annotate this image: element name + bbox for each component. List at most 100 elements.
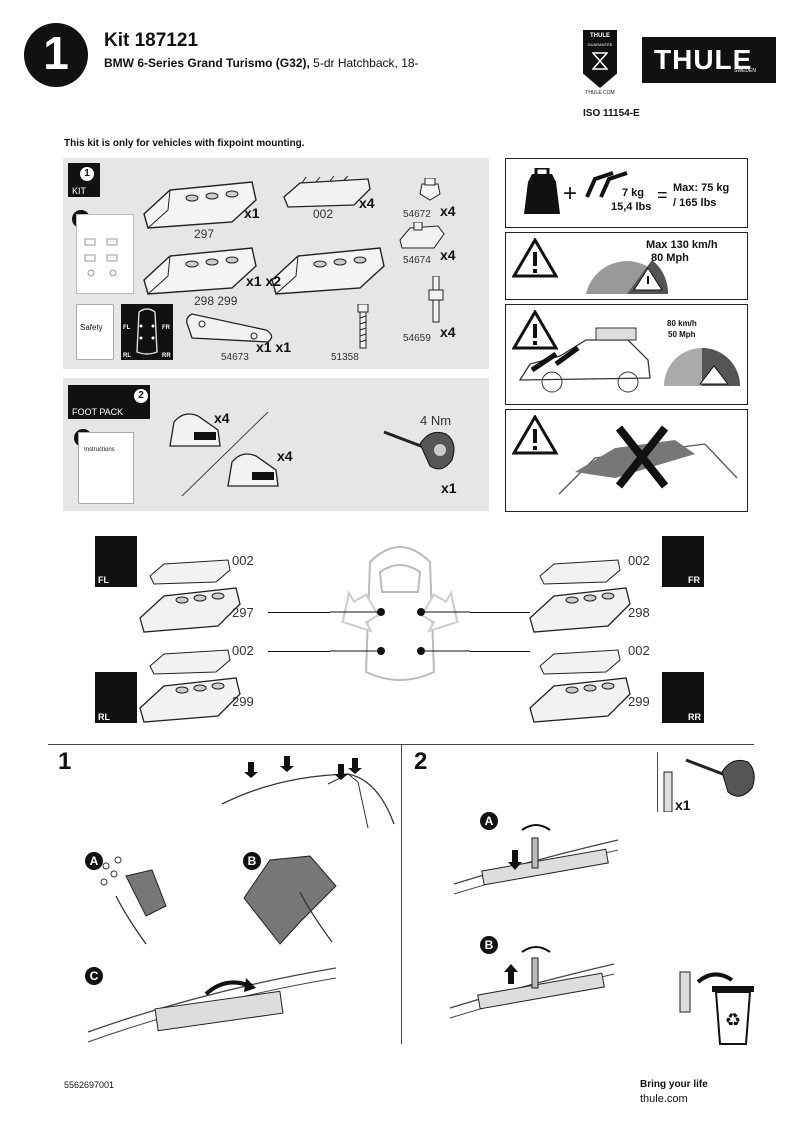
guarantee-badge-top: THULE [590,33,610,39]
speedometer-icon-2 [662,338,742,393]
load-kg: 7 kg [622,187,645,199]
part-54672-label: 54672 [403,209,431,220]
fl-pad-label: 002 [232,553,254,568]
max-load-lbs: / 165 lbs [673,197,717,209]
foot-b-drawing [222,446,284,499]
fitting-stack-fl [136,548,246,643]
guarantee-badge-url: THULE.COM [585,90,615,96]
step1-a-badge: A [85,852,103,870]
part-002-label: 002 [313,207,334,221]
step1-b-badge: B [243,852,261,870]
rr-kit-label: 299 [628,694,650,709]
bolt-54659-drawing [428,275,444,331]
safety-booklet [76,304,114,360]
speed-limit-mph: 80 Mph [651,252,689,264]
fl-label: FL [98,575,109,585]
cloth-wipe-drawing [240,852,340,953]
vehicle-details: 5-dr Hatchback, 18- [309,56,419,70]
footpack-badge-number: 2 [134,389,148,403]
max-load-kg: Max: 75 kg [673,182,730,194]
speedometer-icon [582,246,672,301]
plate-54673-drawing [182,308,276,353]
rl-pad-label: 002 [232,643,254,658]
recycle-bin-icon: ♻ [670,962,760,1057]
kit-badge-number: 1 [80,167,94,181]
leader-left-front [268,612,330,613]
kit-title: Kit 187121 [104,30,199,51]
kit-booklet [76,214,134,294]
footpack-badge-label: FOOT PACK [72,407,124,417]
fitting-stack-rr [526,638,636,733]
corner-rr: RR [162,353,171,359]
screw-qty: x1 [675,797,691,813]
iso-standard: ISO 11154-E [583,108,640,119]
vehicle-line: BMW 6-Series Grand Turismo (G32), 5-dr H… [104,56,419,70]
warning-triangle-icon-2 [511,309,559,355]
part-54674-label: 54674 [403,255,431,266]
fixpoint-notice: This kit is only for vehicles with fixpo… [64,138,305,149]
car-roof-cross-drawing [555,418,741,511]
screw-tool-divider [657,752,658,812]
torque-tool-drawing [380,420,460,485]
step-circle [24,23,88,87]
kit-badge-label: KIT [72,186,87,196]
part-54659-qty: x4 [440,324,456,340]
nut-54672-drawing [418,177,442,211]
rl-kit-label: 299 [232,694,254,709]
steps-vertical-divider [401,744,402,1044]
fr-kit-label: 298 [628,605,650,620]
cleaning-spray-drawing [96,856,180,951]
fitting-kit-second-drawing [268,236,388,303]
step-number: 1 [43,27,69,79]
rl-label: RL [98,712,110,722]
corner-rl: RL [123,353,131,359]
step2-a-badge: A [480,812,498,830]
part-54674-qty: x4 [440,247,456,263]
part-297-qty: x1 [244,205,260,221]
weight-icon [522,166,562,223]
fitting-stack-rl [136,638,246,733]
part-297-label: 297 [194,227,215,241]
car-top-view [268,532,530,697]
warning-triangle-icon [511,237,559,283]
torque-tool-qty: x1 [441,480,457,496]
part-54659-label: 54659 [403,333,431,344]
divider-line [170,410,270,505]
thule-logo [642,37,776,83]
corner-fl: FL [123,325,131,331]
car-with-roof-load-drawing [516,320,656,405]
footer-url[interactable]: thule.com [640,1093,688,1105]
roof-arrows-drawing [218,754,398,835]
part-298-299-label: 298 299 [194,294,238,308]
torque-label: 4 Nm [420,413,452,428]
part-54673-qty: x1 x1 [256,339,292,355]
step1-c-badge: C [85,967,103,985]
step-2-number: 2 [414,748,428,775]
hourglass-icon [591,52,609,70]
step-1-number: 1 [58,748,72,775]
warning-triangle-icon-3 [511,414,559,460]
speed-limit: Max 130 km/h [646,239,718,251]
document-code: 5562697001 [64,1080,115,1090]
fixpoint-cover-drawing [86,964,337,1049]
part-298-299-qty: x1 x2 [246,273,282,289]
clamp-54674-drawing [398,221,448,257]
load-lbs: 15,4 lbs [611,201,652,213]
thule-logo-text: THULE [654,44,753,75]
safety-label: Safety [80,323,103,332]
rr-pad-label: 002 [628,643,650,658]
fl-kit-label: 297 [232,605,254,620]
plus-icon: + [563,180,578,207]
part-51358-label: 51358 [331,352,359,363]
leader-left-rear [268,651,330,652]
footer-slogan: Bring your life [640,1079,708,1090]
screw-insert-drawing [452,820,622,905]
screw-and-tool-drawing [658,752,758,817]
guarantee-badge-mid: GUARANTEE [587,42,613,47]
corner-fr: FR [162,325,170,331]
fr-pad-label: 002 [628,553,650,568]
part-002-qty: x4 [359,195,375,211]
rr-label: RR [688,712,701,722]
step2-b-badge: B [480,936,498,954]
leader-right-front [470,612,530,613]
